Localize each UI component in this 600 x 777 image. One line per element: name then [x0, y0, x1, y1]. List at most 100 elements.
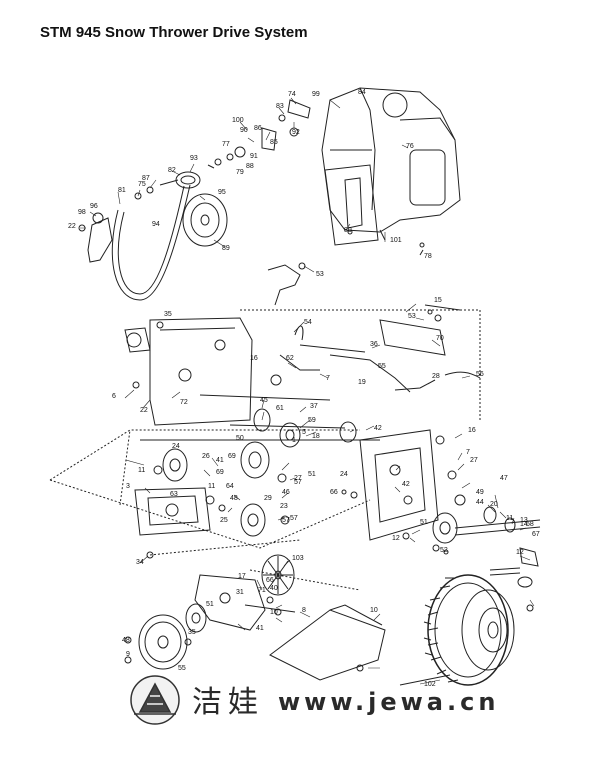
part-number-label: 66: [266, 577, 274, 584]
part-number-label: 59: [308, 417, 316, 424]
part-number-label: 90: [240, 127, 248, 134]
part-number-label: 57: [290, 515, 298, 522]
part-number-label: 69: [228, 453, 236, 460]
part-number-label: 95: [218, 189, 226, 196]
watermark-url-text: www.jewa.cn: [278, 688, 499, 716]
part-number-label: 13: [520, 517, 528, 524]
part-number-label: 88: [246, 163, 254, 170]
part-number-label: 74: [288, 91, 296, 98]
part-number-label: 27: [470, 457, 478, 464]
part-number-label: 11: [138, 467, 145, 474]
part-number-label: 50: [236, 435, 244, 442]
part-number-label: 25: [220, 517, 228, 524]
part-number-label: 99: [312, 91, 320, 98]
part-number-label: 53: [408, 313, 416, 320]
part-number-label: 10: [270, 609, 278, 616]
part-number-label: 54: [304, 319, 312, 326]
part-number-label: 48: [122, 637, 130, 644]
part-number-label: 78: [424, 253, 432, 260]
hardware-items: [132, 229, 449, 559]
part-number-label: 27: [294, 475, 302, 482]
part-number-label: 26: [202, 453, 210, 460]
part-number-label: 64: [226, 483, 234, 490]
part-number-label: 20: [490, 501, 498, 508]
part-number-label: 11: [506, 515, 513, 522]
axle-and-hub: [432, 506, 541, 588]
part-number-label: 16: [468, 427, 476, 434]
part-number-label: 48: [230, 495, 238, 502]
part-number-label: 35: [164, 311, 172, 318]
part-number-label: 52: [440, 547, 448, 554]
part-number-label: 100: [232, 117, 244, 124]
part-number-label: 19: [358, 379, 366, 386]
part-number-label: 68: [526, 521, 534, 528]
drive-plate: [194, 574, 296, 631]
part-number-label: 1: [292, 437, 296, 444]
part-number-label: 67: [532, 531, 540, 538]
part-number-label: 14: [520, 521, 528, 528]
part-number-label: 42: [402, 481, 410, 488]
part-number-label: 66: [330, 489, 338, 496]
part-number-label: 22: [140, 407, 148, 414]
part-number-label: 77: [222, 141, 230, 148]
part-number-label: 35: [188, 629, 196, 636]
part-number-label: 7: [466, 449, 470, 456]
part-number-label: 6: [112, 393, 116, 400]
leader-lines: [80, 97, 535, 685]
part-number-label: 57: [294, 479, 302, 486]
part-number-label: 82: [168, 167, 176, 174]
lower-left-bracket: [134, 487, 226, 536]
part-number-label: 57: [282, 517, 290, 524]
drive-pulley: [124, 603, 207, 670]
part-number-label: 47: [500, 475, 508, 482]
part-number-label: 103: [292, 555, 304, 562]
part-number-label: 22: [68, 223, 76, 230]
part-number-label: 36: [370, 341, 378, 348]
part-number-label: 17: [238, 573, 246, 580]
part-number-label: 23: [280, 503, 288, 510]
watermark-logo: [130, 675, 180, 725]
part-number-label: 89: [222, 245, 230, 252]
part-number-label: 101: [390, 237, 402, 244]
part-number-label: 63: [170, 491, 178, 498]
part-number-label: 10: [370, 607, 378, 614]
part-number-label: 55: [178, 665, 186, 672]
right-control-linkage: [270, 304, 481, 393]
part-number-label: 61: [276, 405, 284, 412]
part-number-label: 8: [302, 607, 306, 614]
part-number-label: 80: [344, 227, 352, 234]
part-number-label: 41: [256, 625, 264, 632]
part-number-label: 7: [326, 375, 330, 382]
part-number-label: 94: [152, 221, 160, 228]
control-linkage-top: [207, 99, 311, 169]
shift-lever: [267, 262, 306, 306]
part-number-label: 11: [208, 483, 215, 490]
reference-outlines: [49, 309, 481, 591]
part-number-label: 72: [180, 399, 188, 406]
wheel-and-tire: [399, 574, 534, 686]
part-number-label: 55: [378, 363, 386, 370]
watermark-chinese-text: 洁娃: [192, 685, 264, 720]
part-number-label: 79: [236, 169, 244, 176]
part-number-label: 12: [516, 549, 524, 556]
friction-wheel: [261, 554, 295, 596]
part-number-label: 29: [264, 495, 272, 502]
part-number-label: 102: [424, 681, 436, 688]
drive-shafts-and-gears: [140, 394, 380, 537]
part-number-label: 28: [432, 373, 440, 380]
part-number-label: 24: [340, 471, 348, 478]
part-number-label: 46: [282, 489, 290, 496]
part-number-label: 91: [250, 153, 258, 160]
diagram-title: STM 945 Snow Thrower Drive System: [40, 24, 308, 41]
part-number-label: 93: [190, 155, 198, 162]
part-number-label: 84: [358, 89, 366, 96]
part-number-label: 5: [302, 429, 306, 436]
part-number-label: 86: [254, 125, 262, 132]
part-number-label: 24: [172, 443, 180, 450]
part-number-label: 96: [90, 203, 98, 210]
part-number-label: 62: [286, 355, 294, 362]
part-number-label: 51: [308, 471, 316, 478]
part-number-label: 12: [392, 535, 400, 542]
